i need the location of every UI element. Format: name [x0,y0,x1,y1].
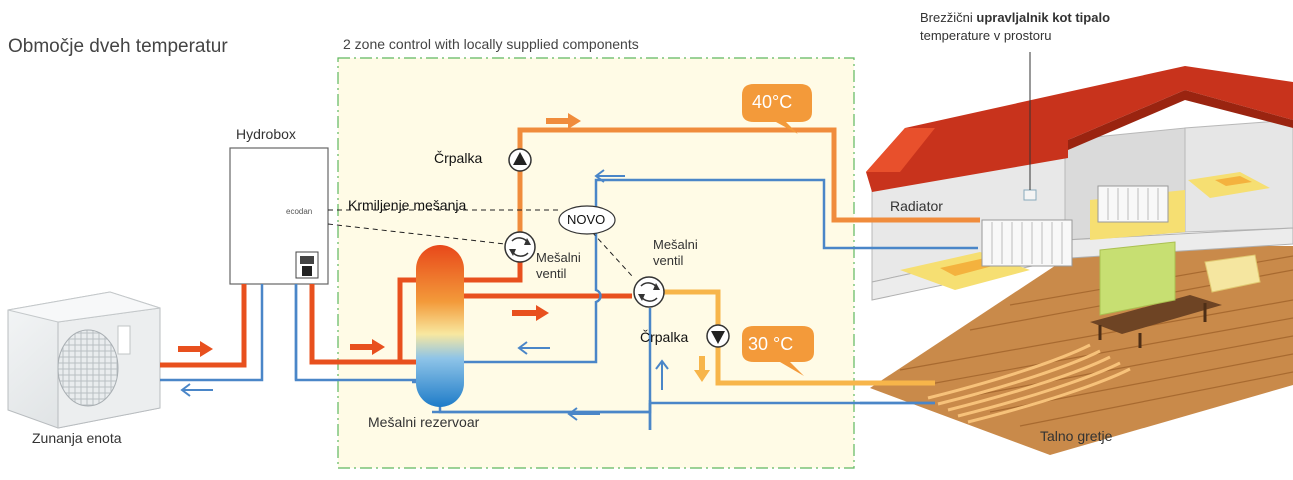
radiator-unit-2 [1097,185,1169,223]
hydrobox-graphic [229,147,329,285]
pump-top-icon [508,148,532,172]
hydrobox-brand: ecodan [286,207,313,216]
pipe-hot-outdoor [160,284,247,368]
wireless-label-prefix: Brezžični [920,10,973,25]
diagram-title: Območje dveh temperatur [8,36,228,57]
mixing-valve-2-icon [633,276,665,308]
pipe-hot-tank-valve1 [464,262,523,283]
flow-arrows [178,113,710,421]
temp-bubble-30 [742,326,814,376]
pipe-return-radiator [464,178,978,364]
tank-label: Mešalni rezervoar [368,414,480,430]
pipe-hot-to-tank [309,284,416,365]
control-line-3 [591,231,633,277]
buffer-tank-graphic [416,245,464,407]
stairs [1099,241,1176,316]
novo-bubble [558,205,616,235]
wireless-controller [1023,189,1037,201]
mixing-valve-1-line1: Mešalni [536,250,581,265]
table [1090,295,1222,334]
temp-high-label: 40°C [752,92,793,112]
floor-heating-coil [927,343,1131,424]
floor-heating-label: Talno gretje [1040,428,1113,444]
radiator-unit [981,219,1073,267]
mixing-control-label: Krmiljenje mešanja [348,197,467,213]
pump-top-label: Črpalka [434,150,483,166]
pump-bottom-icon [706,324,730,348]
house-roof [866,66,1293,192]
temp-low-label: 30 °C [748,334,794,354]
pipe-return-outdoor [160,284,264,382]
mixing-valve-1-icon [504,231,536,263]
hydrobox-label: Hydrobox [236,126,296,142]
control-line-2 [327,223,506,245]
wireless-label-line1: Brezžični upravljalnik kot tipalo [920,10,1110,26]
mixing-valve-2-line1: Mešalni [653,237,698,252]
temp-bubble-40 [742,84,812,134]
wireless-label-line2: temperature v prostoru [920,28,1052,43]
outdoor-unit-graphic [7,291,161,429]
mixing-valve-2-line2: ventil [653,253,684,268]
sofa [1204,254,1261,293]
radiator-label: Radiator [890,198,943,214]
mixing-valve-1-line2: ventil [536,266,567,281]
house-illustration [866,52,1293,455]
pump-bottom-label: Črpalka [640,329,689,345]
pipe-hot-tank-top [397,277,416,362]
novo-label: NOVO [567,212,606,227]
zone-label: 2 zone control with locally supplied com… [343,36,639,52]
outdoor-unit-label: Zunanja enota [32,430,122,446]
wireless-label-bold: upravljalnik kot tipalo [976,10,1111,25]
